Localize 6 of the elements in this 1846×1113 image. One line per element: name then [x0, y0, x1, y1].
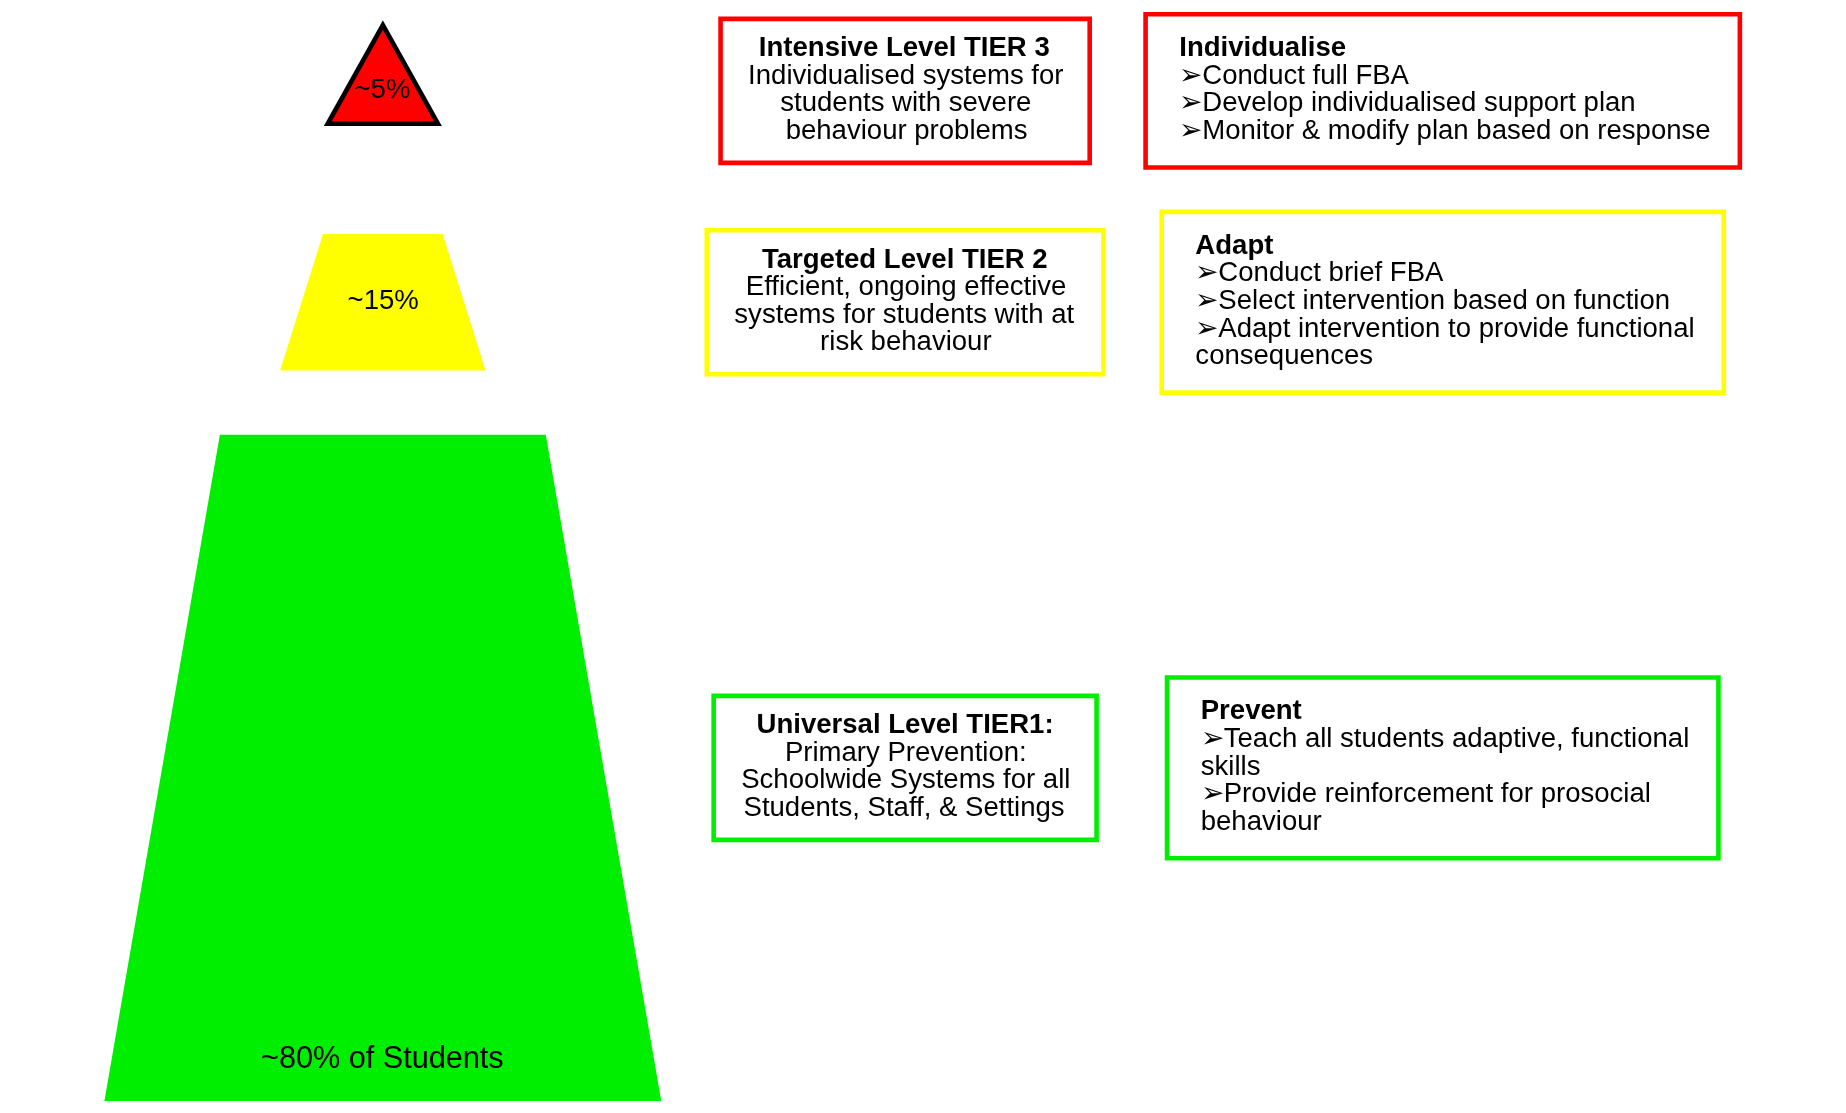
node-box: Universal Level TIER1: Primary Prevention: Schoolwide Systems for all Students, Staff, & Settings [710, 693, 1099, 843]
node-box: Prevent ➢Teach all students adaptive, functional skills ➢Provide reinforcement for prosocial behaviour [1164, 675, 1721, 861]
node-box: Intensive Level TIER 3 Individualised systems for students with severe behaviour problems [717, 16, 1092, 166]
node-box: Individualise ➢Conduct full FBA ➢Develop individualised support plan ➢Monitor & modify plan based on response [1142, 12, 1742, 170]
node-box: Adapt ➢Conduct brief FBA ➢Select intervention based on function ➢Adapt intervention to provide functional consequences [1158, 209, 1726, 395]
node-box: Targeted Level TIER 2 Efficient, ongoing effective systems for students with at risk behaviour [703, 227, 1106, 377]
